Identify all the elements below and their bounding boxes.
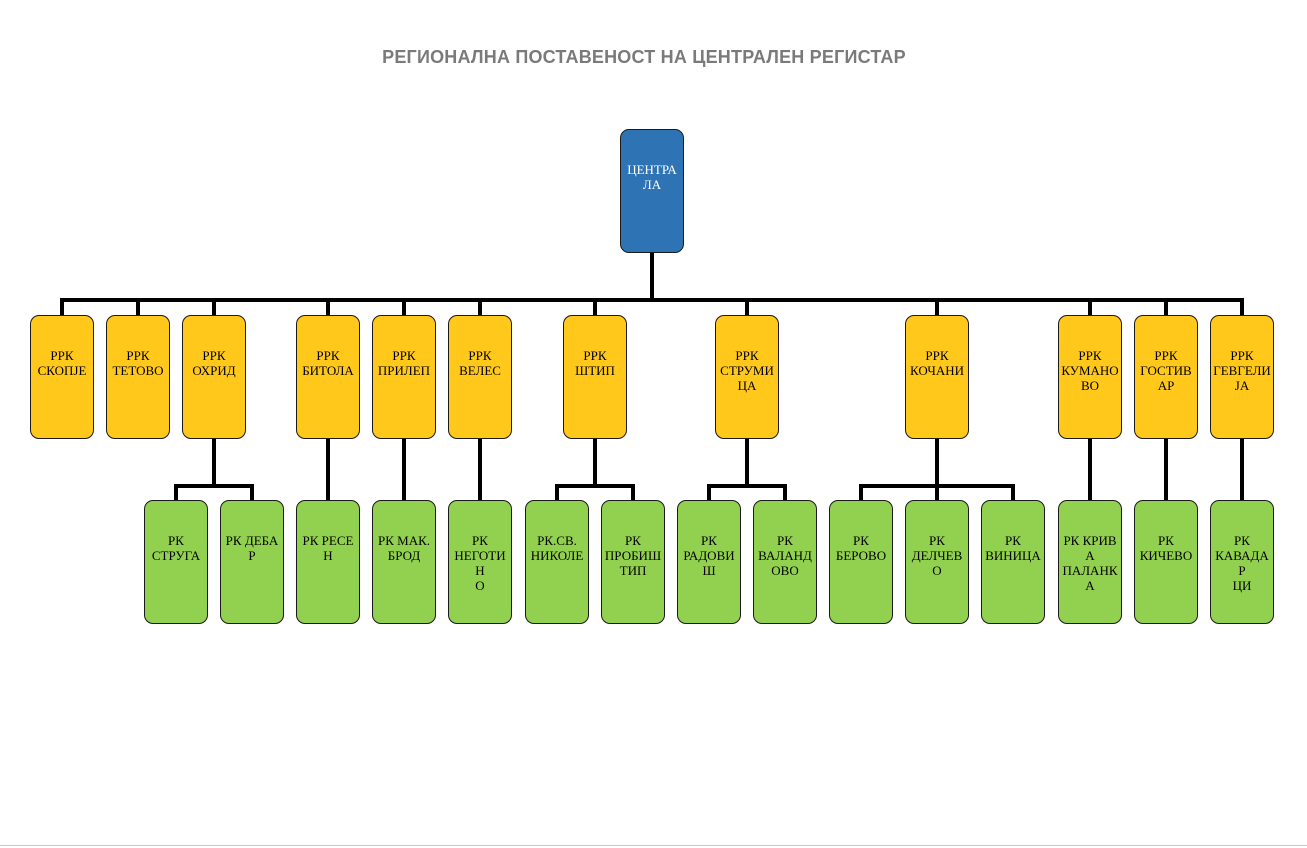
node-label-line: ПРИЛЕП	[377, 363, 431, 378]
node-label-line: РК РЕСЕН	[302, 533, 354, 563]
node-label-line: РРК	[1230, 348, 1254, 363]
node-label-line: РРК	[126, 348, 150, 363]
node-label-line: НЕГОТИН	[454, 548, 506, 578]
node-label-line: ПРОБИШ	[604, 548, 662, 563]
node-label-line: КАВАДАР	[1215, 548, 1269, 578]
node-label-line: ПАЛАНК	[1062, 563, 1118, 578]
node-label-line: РК ДЕБАР	[225, 533, 279, 563]
node-label-line: РК	[1234, 533, 1250, 548]
node-label-line: ВИНИЦА	[985, 548, 1041, 563]
node-label-line: ГОСТИВ	[1140, 363, 1192, 378]
node-label-line: РРК	[583, 348, 607, 363]
node-label-line: РРК	[1154, 348, 1178, 363]
node-label-line: РАДОВИ	[683, 548, 735, 563]
node-label-line: ВАЛАНД	[758, 548, 812, 563]
node-label-line: А	[1085, 578, 1095, 593]
node-label-line: Ш	[702, 563, 716, 578]
node-label-line: РК.СВ.	[537, 533, 577, 548]
node-label-line: РРК	[1078, 348, 1102, 363]
node-label-line: ОВО	[771, 563, 799, 578]
node-label-line: ЦА	[737, 378, 757, 393]
node-label-line: ЛА	[642, 177, 662, 192]
node-label-line: РРК	[316, 348, 340, 363]
node-label-line: БЕРОВО	[835, 548, 887, 563]
node-label-line: РК	[701, 533, 717, 548]
node-label-line: РК	[1005, 533, 1021, 548]
node-label-line: РК	[168, 533, 184, 548]
node-label-line: ОХРИД	[192, 363, 236, 378]
node-label-line: РК	[853, 533, 869, 548]
node-label-line: РК	[929, 533, 945, 548]
node-label-line: КИЧЕВО	[1139, 548, 1193, 563]
node-label-line: РК	[625, 533, 641, 548]
local-node: РК ДЕБАР	[220, 500, 284, 624]
node-label-line: ЈА	[1234, 378, 1250, 393]
node-label-line: РРК	[392, 348, 416, 363]
node-label-line: РК	[472, 533, 488, 548]
node-label-line: ТИП	[619, 563, 647, 578]
node-label-line: ТЕТОВО	[112, 363, 164, 378]
local-node: РК РЕСЕН	[296, 500, 360, 624]
local-node: РК.СВ.НИКОЛЕ	[525, 500, 589, 624]
node-label-line: О	[475, 578, 485, 593]
node-label-line: РРК	[925, 348, 949, 363]
node-label-line: ЦИ	[1232, 578, 1252, 593]
node-label-line: ВЕЛЕС	[459, 363, 501, 378]
node-label-line: РК КРИВА	[1063, 533, 1117, 563]
node-label-line: ГЕВГЕЛИ	[1213, 363, 1271, 378]
node-label-line: СТРУМИ	[720, 363, 774, 378]
node-label-line: АР	[1157, 378, 1175, 393]
diagram-title: РЕГИОНАЛНА ПОСТАВЕНОСТ НА ЦЕНТРАЛЕН РЕГИ…	[382, 47, 906, 67]
node-label-line: ВО	[1080, 378, 1100, 393]
node-label-line: НИКОЛЕ	[530, 548, 584, 563]
node-label-line: РК	[1158, 533, 1174, 548]
node-label-line: КУМАНО	[1061, 363, 1119, 378]
node-label-line: СКОПЈЕ	[37, 363, 87, 378]
local-node: РК МАК.БРОД	[372, 500, 436, 624]
page-divider	[0, 845, 1307, 846]
node-label-line: СТРУГА	[151, 548, 201, 563]
node-label-line: РРК	[468, 348, 492, 363]
node-label-line: РК МАК.	[377, 533, 431, 548]
node-label-line: ЦЕНТРА	[627, 162, 677, 177]
node-label-line: ДЕЛЧЕВО	[911, 548, 963, 578]
node-label-line: КОЧАНИ	[909, 363, 965, 378]
node-label-line: РРК	[735, 348, 759, 363]
node-label-line: БИТОЛА	[302, 363, 354, 378]
node-label-line: БРОД	[387, 548, 421, 563]
node-label-line: РК	[777, 533, 793, 548]
node-label-line: РРК	[50, 348, 74, 363]
node-label-line: РРК	[202, 348, 226, 363]
node-label-line: ШТИП	[575, 363, 615, 378]
